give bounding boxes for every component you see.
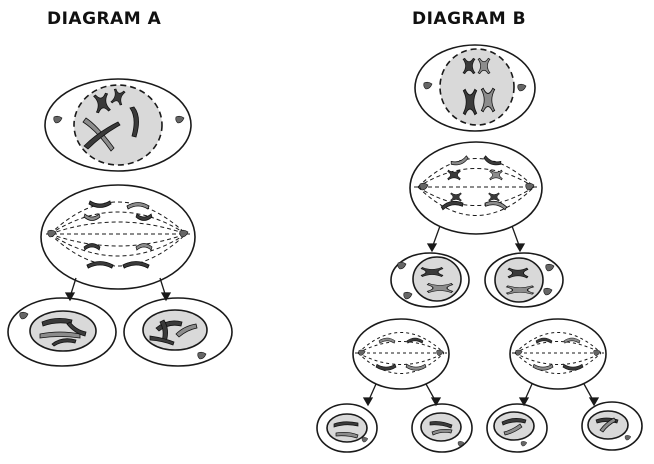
diagram-b-first-division (409, 141, 543, 235)
diagram-a-daughter-cell-2 (123, 297, 233, 367)
diagram-a-parent-cell (44, 78, 192, 172)
diagram-b-daughter-cell-2 (411, 403, 473, 453)
diagram-b-daughter-cell-1 (316, 403, 378, 453)
diagram-b-title: DIAGRAM B (412, 9, 527, 29)
diagram-b-second-division-1 (352, 318, 450, 390)
diagram-b-arrows-2 (362, 383, 600, 407)
diagram-b-cell-2 (484, 252, 564, 308)
diagram-a-dividing-cell (40, 184, 196, 290)
diagram-b-second-division-2 (509, 318, 607, 390)
diagram-b-arrows-1 (426, 225, 526, 253)
diagram-b-cell-1 (390, 252, 470, 308)
diagram-a (7, 78, 233, 367)
diagram-a-title: DIAGRAM A (47, 9, 162, 29)
diagram-b-parent-cell (414, 44, 536, 132)
diagram-a-daughter-cell-1 (7, 297, 117, 367)
diagram-a-arrows (64, 277, 172, 302)
diagram-b (316, 44, 643, 453)
diagram-b-daughter-cell-3 (486, 403, 548, 453)
diagram-b-daughter-cell-4 (581, 401, 643, 451)
